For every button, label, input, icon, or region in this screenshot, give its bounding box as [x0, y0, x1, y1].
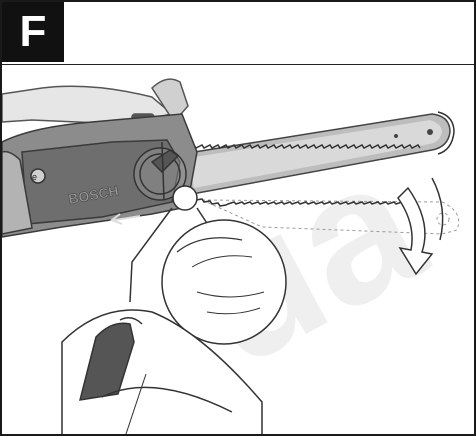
- sprocket-cover: [133, 141, 187, 201]
- saw-chain: [187, 111, 455, 207]
- figure-label-badge: F: [2, 2, 64, 62]
- svg-text:e: e: [32, 172, 37, 182]
- detail-callout-small-circle: [172, 185, 198, 211]
- magnified-hook-detail: [61, 309, 263, 434]
- rotation-arrow-icon: [397, 177, 444, 276]
- direction-arrow-icon: [109, 213, 141, 225]
- header-divider: [2, 64, 474, 65]
- saw-housing: e: [2, 113, 198, 238]
- magnified-sprocket-view: [161, 219, 287, 345]
- guide-bar: [181, 113, 451, 195]
